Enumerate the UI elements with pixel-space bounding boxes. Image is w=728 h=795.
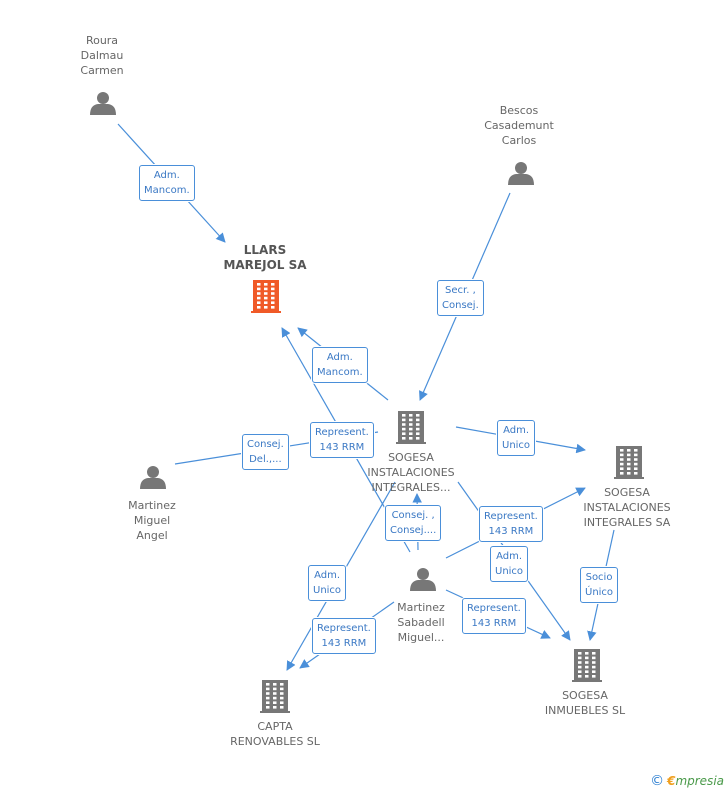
company-label-capta[interactable]: CAPTA RENOVABLES SL (230, 720, 320, 748)
company-label-sogesa-inm[interactable]: SOGESA INMUEBLES SL (544, 689, 626, 717)
brand-e: € (667, 774, 676, 788)
edge-label-sogesa-inm-adm: Adm. Unico (490, 546, 529, 582)
company-label-llars[interactable]: LLARS MAREJOL SA (223, 243, 307, 272)
copyright-icon: © (650, 773, 665, 789)
brand-name: mpresia (675, 774, 724, 788)
empresia-logo[interactable]: ©€mpresia (650, 773, 724, 789)
person-label-bescos[interactable]: Bescos Casademunt Carlos (484, 104, 554, 147)
building-icon[interactable] (260, 680, 290, 713)
edge-label-angel-sogesa: Consej. Del.,... (242, 434, 289, 470)
edge-label-bescos-sogesa: Secr. , Consej. (437, 280, 484, 316)
edge-label-roura-llars: Adm. Mancom. (139, 165, 195, 201)
company-label-sogesa-int-trunc[interactable]: SOGESA INSTALACIONES INTEGRALES... (367, 451, 455, 494)
person-icon[interactable] (410, 568, 436, 591)
person-icon[interactable] (140, 466, 166, 489)
company-label-sogesa-int-sa[interactable]: SOGESA INSTALACIONES INTEGRALES SA (583, 486, 671, 529)
edge-label-sabadell-llars: Represent. 143 RRM (310, 422, 374, 458)
edge-label-sogesa-capta: Adm. Unico (308, 565, 347, 601)
person-icon[interactable] (90, 92, 116, 115)
building-icon[interactable] (614, 446, 644, 479)
building-icon[interactable] (572, 649, 602, 682)
edge-label-sogesa-llars: Adm. Mancom. (312, 347, 368, 383)
edge-label-sabadell-sogesasa: Represent. 143 RRM (479, 506, 543, 542)
person-icon[interactable] (508, 162, 534, 185)
edge-label-sogesa-sogesasa: Adm. Unico (497, 420, 536, 456)
person-label-roura[interactable]: Roura Dalmau Carmen (80, 34, 124, 77)
person-label-martinez-sabadell[interactable]: Martinez Sabadell Miguel... (397, 601, 445, 644)
building-icon[interactable] (251, 280, 281, 313)
edge-label-sabadell-capta: Represent. 143 RRM (312, 618, 376, 654)
edge-label-sogesasa-inm: Socio Único (580, 567, 619, 603)
building-icon[interactable] (396, 411, 426, 444)
edge-label-sabadell-inm: Represent. 143 RRM (462, 598, 526, 634)
person-label-martinez-angel[interactable]: Martinez Miguel Angel (128, 499, 176, 542)
edge-label-sabadell-sogesa: Consej. , Consej.... (385, 505, 442, 541)
